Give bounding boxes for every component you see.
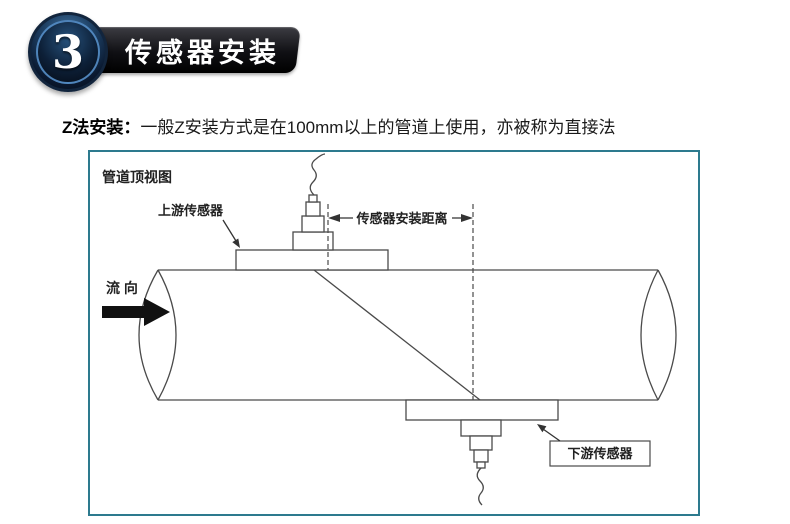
downstream-label-box <box>549 440 651 467</box>
upstream-label: 上游传感器 <box>158 203 224 218</box>
downstream-cable <box>476 467 484 506</box>
step-badge: 3 <box>28 12 108 92</box>
upstream-leader-line <box>222 219 237 242</box>
downstream-nub <box>476 461 486 469</box>
upstream-plug <box>305 201 321 217</box>
pipe-right-cap-outer <box>657 269 677 401</box>
upstream-flange <box>235 249 389 271</box>
installation-diagram: 管道顶视图 <box>88 150 700 516</box>
downstream-flange <box>405 399 559 421</box>
pipe-body <box>138 269 677 401</box>
upstream-label-group: 上游传感器 <box>158 203 240 248</box>
downstream-sensor <box>405 399 559 506</box>
downstream-leader-line <box>542 428 561 442</box>
pipe-left-cap-outer <box>138 269 159 401</box>
ultrasonic-path-line <box>313 269 481 401</box>
pipe-top-view-svg: 管道顶视图 <box>102 153 677 506</box>
flow-arrow-icon <box>102 298 170 326</box>
title-ribbon: 传感器安装 <box>89 27 301 73</box>
downstream-body <box>460 419 502 437</box>
downstream-label: 下游传感器 <box>567 446 633 461</box>
pipe-left-cap-inner <box>157 269 177 401</box>
downstream-connector <box>469 435 493 451</box>
flow-direction-group: 流 向 <box>102 280 170 326</box>
pipe-right-cap-inner <box>640 269 659 401</box>
upstream-connector <box>301 215 325 233</box>
intro-body: 一般Z安装方式是在100mm以上的管道上使用，亦被称为直接法 <box>140 118 616 137</box>
upstream-leader-arrow-icon <box>232 238 240 248</box>
section-title: 传感器安装 <box>124 37 280 68</box>
upstream-cable <box>309 153 326 196</box>
step-number: 3 <box>51 25 84 79</box>
intro-text: Z法安装：一般Z安装方式是在100mm以上的管道上使用，亦被称为直接法 <box>62 116 615 140</box>
dimension-arrow-left-icon <box>328 214 340 222</box>
intro-label: Z法安装： <box>62 118 141 137</box>
diagram-title: 管道顶视图 <box>102 169 172 185</box>
flow-label: 流 向 <box>106 280 138 296</box>
upstream-nub <box>308 194 318 203</box>
dimension-arrow-right-icon <box>461 214 473 222</box>
distance-annotation: 传感器安装距离 <box>327 204 474 402</box>
distance-label: 传感器安装距离 <box>355 211 447 226</box>
upstream-body <box>292 231 334 251</box>
upstream-sensor <box>235 153 389 271</box>
downstream-leader-arrow-icon <box>537 424 547 433</box>
downstream-label-group: 下游传感器 <box>537 424 651 467</box>
downstream-plug <box>473 449 489 463</box>
